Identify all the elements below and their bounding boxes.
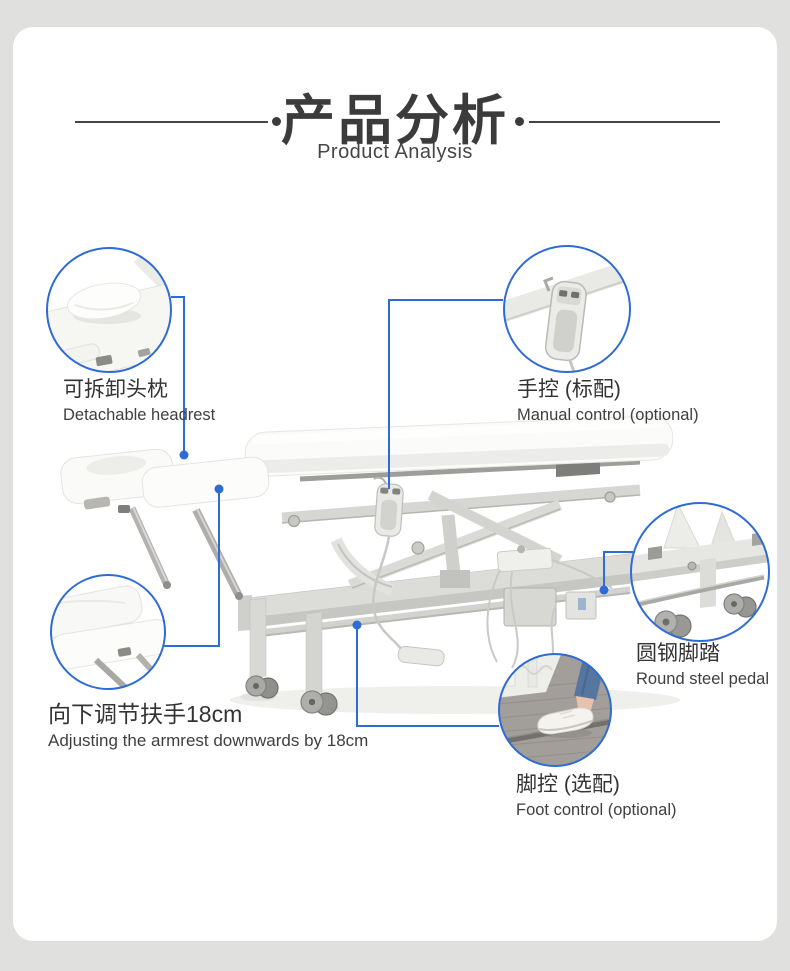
callout-anchor-dots [179, 450, 609, 630]
armrest-detail-bubble [50, 574, 166, 690]
callout-label-armrest-adjust: 向下调节扶手18cm Adjusting the armrest downwar… [48, 700, 368, 752]
callout-cn-text: 向下调节扶手18cm [48, 701, 243, 727]
page-title: 产品分析 [281, 91, 509, 151]
manual-control-detail-bubble [503, 245, 631, 373]
callout-cn-text: 脚控 (选配) [516, 773, 620, 796]
foot-control-detail-bubble [498, 653, 612, 767]
callout-en-text: Detachable headrest [63, 406, 216, 424]
callout-en-text: Adjusting the armrest downwards by 18cm [48, 731, 369, 750]
callout-cn-text: 圆钢脚踏 [636, 642, 720, 665]
pedal-detail-bubble [630, 502, 770, 642]
page-subtitle: Product Analysis [317, 141, 473, 163]
callout-label-foot-control: 脚控 (选配) Foot control (optional) [516, 772, 677, 821]
callout-label-manual-control: 手控 (标配) Manual control (optional) [517, 377, 699, 426]
callout-cn-text: 可拆卸头枕 [63, 378, 168, 401]
table-illustration [60, 415, 680, 716]
callout-label-round-steel-pedal: 圆钢脚踏 Round steel pedal [636, 641, 769, 690]
title-rule-left [75, 121, 268, 123]
title-dot-left [272, 117, 281, 126]
title-dot-right [515, 117, 524, 126]
callout-cn-text: 手控 (标配) [517, 378, 621, 401]
callout-en-text: Manual control (optional) [517, 406, 699, 424]
headrest-detail-bubble [46, 247, 172, 373]
callout-en-text: Foot control (optional) [516, 801, 677, 819]
callout-connectors [164, 296, 633, 727]
title-rule-right [529, 121, 720, 123]
callout-label-detachable-headrest: 可拆卸头枕 Detachable headrest [63, 377, 215, 426]
callout-en-text: Round steel pedal [636, 670, 770, 688]
